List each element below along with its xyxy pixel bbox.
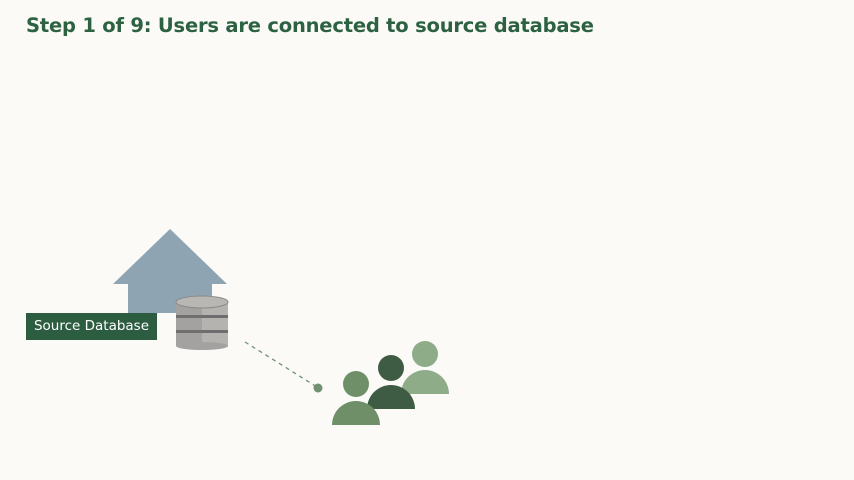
source-database-label: Source Database xyxy=(26,313,157,340)
user-middle-icon xyxy=(367,355,415,409)
users-group-icon xyxy=(332,341,449,425)
page-title: Step 1 of 9: Users are connected to sour… xyxy=(26,14,594,37)
house-icon xyxy=(113,229,227,313)
database-icon xyxy=(175,295,229,350)
user-back-icon xyxy=(401,341,449,394)
user-front-icon xyxy=(332,371,380,425)
connection-line xyxy=(244,341,323,393)
